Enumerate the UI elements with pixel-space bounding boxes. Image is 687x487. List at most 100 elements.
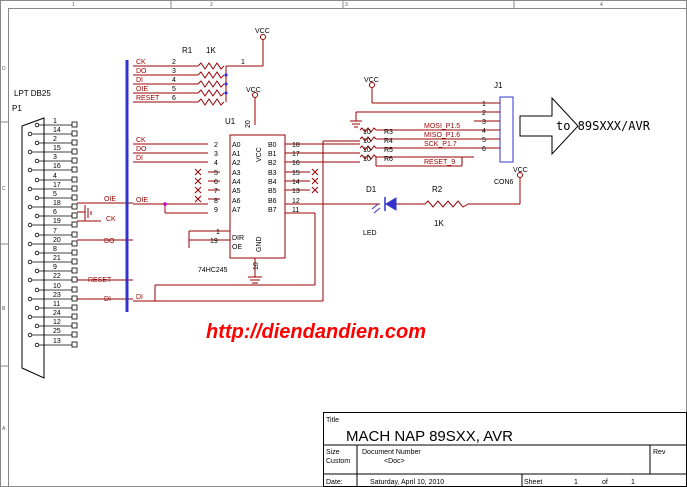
db25-pin-circles [27, 122, 40, 348]
title-text: MACH NAP 89SXX, AVR [346, 428, 513, 445]
svg-text:9: 9 [214, 207, 218, 214]
svg-text:A3: A3 [232, 170, 241, 177]
r2-ref: R2 [432, 185, 443, 194]
ground-symbols [84, 120, 362, 284]
r1-ref: R1 [182, 46, 193, 55]
svg-text:OIE: OIE [104, 196, 116, 203]
svg-text:6: 6 [172, 95, 176, 102]
svg-text:B7: B7 [268, 207, 277, 214]
p1-ref: P1 [12, 104, 22, 113]
svg-text:7: 7 [214, 188, 218, 195]
svg-text:19: 19 [53, 218, 61, 225]
svg-text:21: 21 [53, 255, 61, 262]
svg-text:11: 11 [53, 301, 60, 308]
svg-text:4: 4 [172, 77, 176, 84]
svg-text:24: 24 [53, 310, 61, 317]
svg-text:MOSI_P1.5: MOSI_P1.5 [424, 123, 460, 130]
svg-text:DI: DI [104, 296, 111, 303]
svg-text:4: 4 [214, 160, 218, 167]
svg-text:B4: B4 [268, 179, 277, 186]
no-connect-marks [194, 168, 319, 203]
border-row-b: B [2, 306, 6, 312]
r1-dots [224, 73, 228, 95]
r1-pin-numbers: 2 3 4 5 6 1 [172, 59, 245, 102]
svg-text:CK: CK [136, 137, 146, 144]
u1-a-pin-names: A0 A1 A2 A3 A4 A5 A6 A7 [232, 142, 241, 214]
svg-text:5: 5 [482, 137, 486, 144]
svg-text:10: 10 [53, 283, 61, 290]
svg-text:17: 17 [53, 182, 61, 189]
svg-text:3: 3 [53, 154, 57, 161]
svg-text:19: 19 [210, 238, 218, 245]
vcc-symbols [252, 34, 523, 178]
title-block-texts: Title MACH NAP 89SXX, AVR Size Custom Do… [326, 417, 666, 486]
svg-text:DIR: DIR [232, 235, 244, 242]
svg-text:23: 23 [53, 292, 61, 299]
svg-text:RESET_9: RESET_9 [424, 159, 455, 166]
u1-b-pin-names: B0 B1 B2 B3 B4 B5 B6 B7 [268, 142, 277, 214]
svg-text:DI: DI [136, 155, 143, 162]
svg-text:A2: A2 [232, 160, 241, 167]
svg-text:6: 6 [214, 179, 218, 186]
svg-text:VCC: VCC [513, 167, 528, 174]
svg-text:8: 8 [53, 246, 57, 253]
border-labels: 1 2 3 4 A B C D [2, 2, 603, 432]
series-resistors [359, 127, 377, 160]
svg-text:B0: B0 [268, 142, 277, 149]
svg-text:DO: DO [136, 68, 147, 75]
u1-vcc-label: VCC [256, 147, 263, 162]
svg-text:B6: B6 [268, 198, 277, 205]
svg-text:RESET: RESET [88, 277, 112, 284]
sheet-label: Sheet [524, 479, 542, 486]
svg-text:B3: B3 [268, 170, 277, 177]
svg-text:B2: B2 [268, 160, 277, 167]
u1-ic-body [229, 134, 286, 259]
sheet-of: of [602, 479, 608, 486]
svg-text:2: 2 [214, 142, 218, 149]
d1-ref: D1 [366, 185, 377, 194]
size-value: Custom [326, 458, 350, 465]
svg-text:B5: B5 [268, 188, 277, 195]
svg-text:MISO_P1.6: MISO_P1.6 [424, 132, 460, 139]
svg-text:R4: R4 [384, 138, 393, 145]
u1-vcc-pin: 20 [245, 120, 252, 128]
svg-text:A0: A0 [232, 142, 241, 149]
j1-net-labels: MOSI_P1.5 MISO_P1.6 SCK_P1.7 RESET_9 [424, 123, 460, 166]
svg-text:4: 4 [53, 173, 57, 180]
sheet-total: 1 [631, 479, 635, 486]
arrow-label: to 89SXXX/AVR [556, 119, 651, 133]
svg-text:VCC: VCC [364, 77, 379, 84]
svg-text:VCC: VCC [255, 28, 270, 35]
svg-text:5: 5 [214, 170, 218, 177]
db25-pin-boxes [71, 121, 78, 348]
svg-text:R6: R6 [384, 156, 393, 163]
svg-text:DI: DI [136, 77, 143, 84]
svg-text:13: 13 [53, 338, 61, 345]
svg-text:5: 5 [53, 191, 57, 198]
date-label: Date: [326, 479, 343, 486]
svg-text:A1: A1 [232, 151, 241, 158]
db25-pin-numbers: 1 14 2 15 3 16 4 17 5 18 6 19 7 20 8 21 … [53, 118, 61, 345]
svg-text:1: 1 [241, 59, 245, 66]
u1-b-pin-numbers: 18 17 16 15 14 13 12 11 [292, 142, 300, 214]
svg-text:25: 25 [53, 328, 61, 335]
svg-text:20: 20 [53, 237, 61, 244]
target-arrow [519, 96, 579, 156]
border-col-2: 2 [210, 2, 213, 8]
svg-text:12: 12 [292, 198, 300, 205]
svg-text:18: 18 [53, 200, 61, 207]
svg-text:12: 12 [53, 319, 61, 326]
d1-part: LED [363, 230, 377, 237]
u1-gnd-label: GND [256, 236, 263, 252]
border-row-c: C [2, 186, 6, 192]
svg-text:1: 1 [216, 229, 220, 236]
bus-labels-top: CK DO DI OIE RESET [136, 59, 160, 102]
date-value: Saturday, April 10, 2010 [370, 479, 444, 486]
svg-text:6: 6 [482, 146, 486, 153]
svg-text:4: 4 [482, 128, 486, 135]
svg-text:10: 10 [363, 129, 371, 136]
svg-text:3: 3 [482, 119, 486, 126]
j1-connector [499, 96, 514, 163]
